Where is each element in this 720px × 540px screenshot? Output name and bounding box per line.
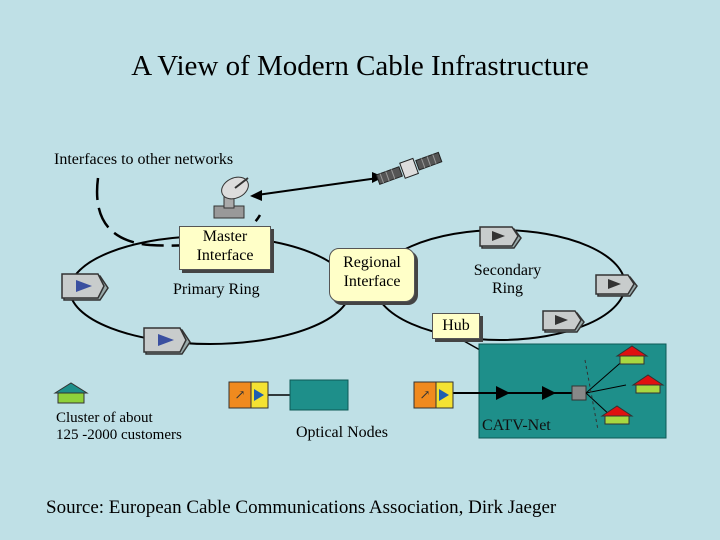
primary-ring-label: Primary Ring [173, 281, 260, 298]
satellite-link [256, 177, 379, 196]
secondary-ring-line1: Secondary [473, 262, 542, 279]
regional-interface-box: Regional Interface [329, 248, 415, 302]
regional-interface-line2: Interface [343, 273, 401, 291]
satellite-dish-icon [213, 176, 249, 219]
house-icon [615, 345, 649, 365]
house-icon [631, 374, 665, 394]
router-icon [542, 310, 585, 333]
cluster-line2: 125 -2000 customers [56, 427, 182, 444]
cluster-line1: Cluster of about [56, 410, 153, 426]
splitter-icon [571, 385, 587, 401]
optical-nodes-label: Optical Nodes [296, 424, 388, 441]
optical-node-icon: ↗ [228, 381, 269, 409]
regional-interface-line1: Regional [343, 254, 401, 271]
cluster-house-icon [53, 382, 89, 404]
secondary-ring-label: Secondary Ring [465, 262, 550, 299]
router-icon [595, 274, 638, 297]
source-caption: Source: European Cable Communications As… [46, 497, 557, 518]
secondary-ring-line2: Ring [491, 280, 524, 298]
satellite-icon [375, 151, 443, 185]
amplifier-icon [542, 386, 556, 400]
router-icon [61, 273, 109, 301]
hub-box: Hub [432, 313, 480, 339]
optical-node-icon: ↗ [413, 381, 454, 409]
optical-node-box [289, 379, 349, 411]
router-icon [479, 226, 522, 249]
satellite-link-arrow-left [250, 190, 262, 201]
page-title: A View of Modern Cable Infrastructure [131, 50, 589, 82]
master-interface-box: Master Interface [179, 226, 271, 270]
catv-net-label: CATV-Net [482, 417, 551, 434]
svg-text:↗: ↗ [420, 387, 431, 402]
cluster-label: Cluster of about 125 -2000 customers [56, 410, 182, 445]
svg-text:↗: ↗ [235, 387, 246, 402]
amplifier-icon [496, 386, 510, 400]
interfaces-label: Interfaces to other networks [54, 151, 234, 168]
router-icon [143, 327, 191, 355]
house-icon [600, 405, 634, 425]
master-interface-line1: Master [202, 228, 248, 245]
master-interface-line2: Interface [196, 247, 254, 265]
